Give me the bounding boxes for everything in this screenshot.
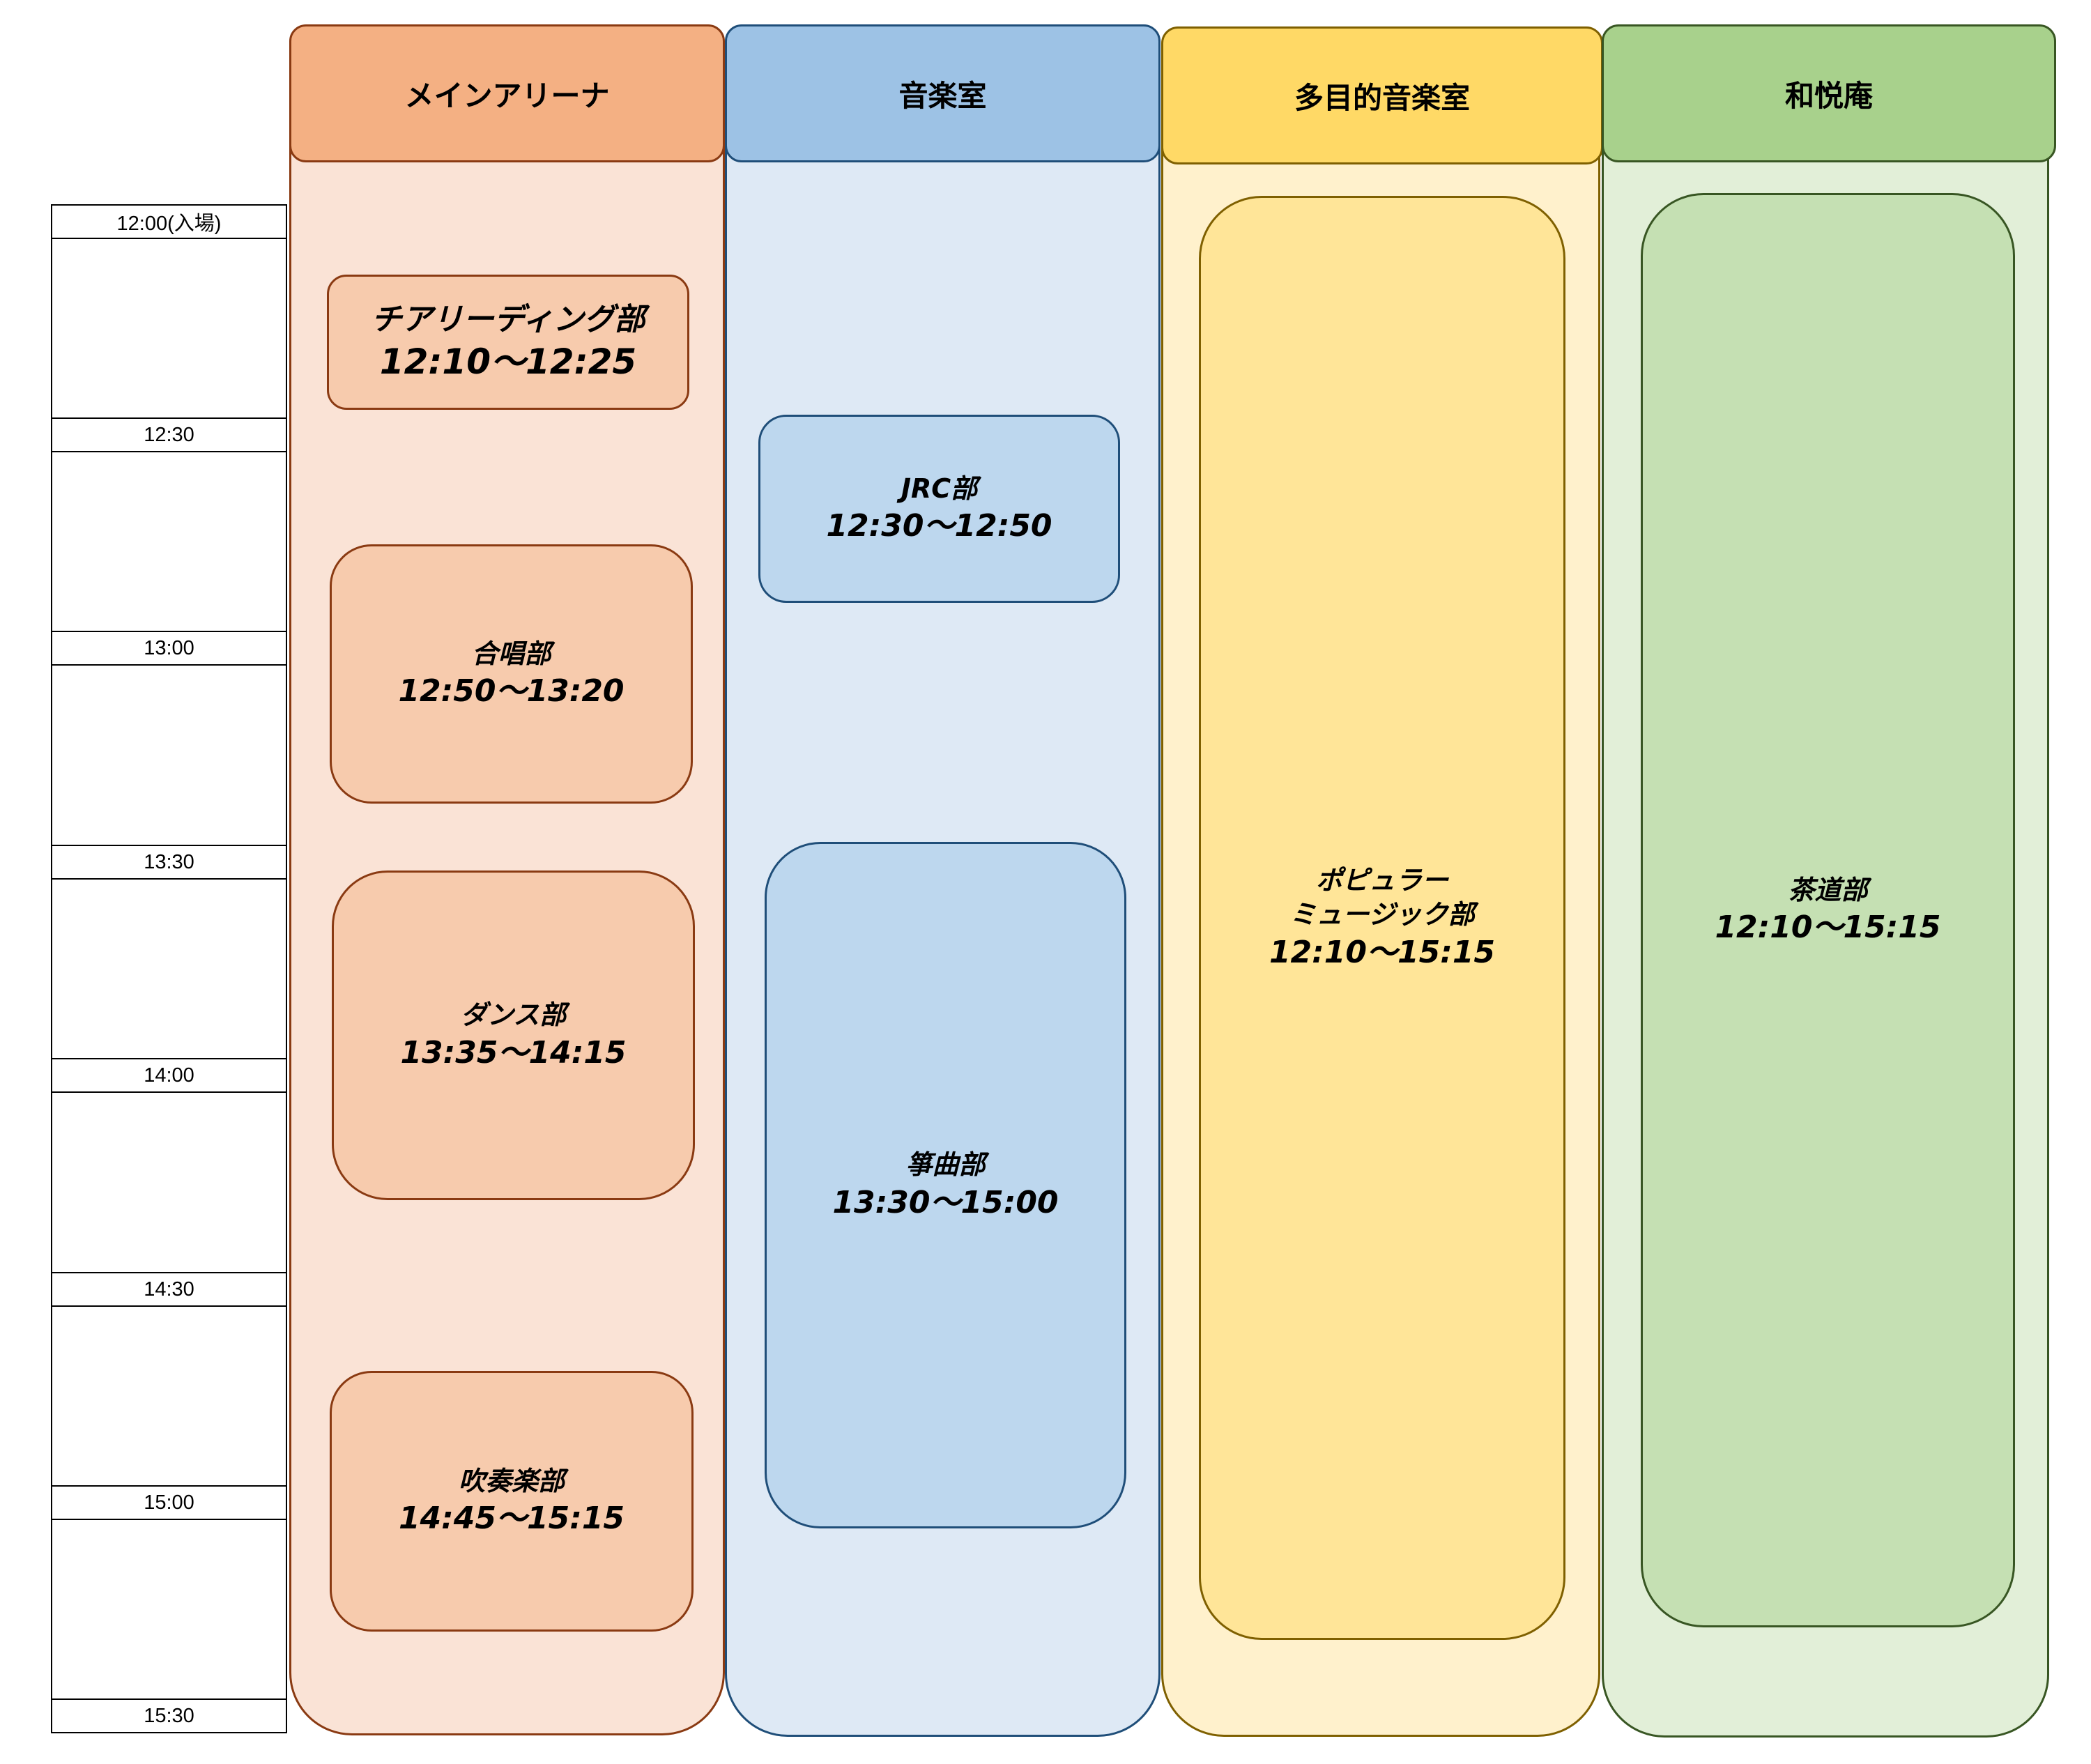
event-name: JRC部 <box>901 473 978 504</box>
time-slot <box>51 1307 287 1485</box>
time-slot <box>51 1093 287 1272</box>
column-header-music-room: 音楽室 <box>725 24 1161 162</box>
event-time: 12:10～15:15 <box>1715 910 1941 946</box>
event-koto[interactable]: 箏曲部 13:30～15:00 <box>765 842 1126 1528</box>
event-name: 箏曲部 <box>905 1149 986 1181</box>
event-tea-ceremony[interactable]: 茶道部 12:10～15:15 <box>1641 193 2015 1627</box>
time-slot <box>51 452 287 631</box>
event-cheerleading[interactable]: チアリーディング部 12:10～12:25 <box>327 275 689 410</box>
column-header-multipurpose-room: 多目的音楽室 <box>1161 26 1603 164</box>
event-jrc[interactable]: JRC部 12:30～12:50 <box>758 415 1120 603</box>
event-name: 吹奏楽部 <box>458 1465 565 1496</box>
event-brass-band[interactable]: 吹奏楽部 14:45～15:15 <box>330 1371 694 1632</box>
column-header-tea-house: 和悦庵 <box>1602 24 2056 162</box>
event-time: 12:30～12:50 <box>826 508 1052 544</box>
event-dance[interactable]: ダンス部 13:35～14:15 <box>332 871 695 1200</box>
event-popular-music[interactable]: ポピュラー ミュージック部 12:10～15:15 <box>1199 196 1565 1640</box>
event-time: 13:30～15:00 <box>832 1184 1059 1220</box>
time-slot <box>51 880 287 1058</box>
time-label-1530: 15:30 <box>51 1698 287 1733</box>
event-name: ダンス部 <box>460 999 567 1031</box>
time-label-1300: 13:00 <box>51 631 287 666</box>
event-time: 12:10～15:15 <box>1269 934 1496 970</box>
event-chorus[interactable]: 合唱部 12:50～13:20 <box>330 544 693 804</box>
event-time: 13:35～14:15 <box>400 1034 627 1071</box>
event-name-line1: ポピュラー <box>1315 865 1448 896</box>
event-time: 12:10～12:25 <box>379 342 637 383</box>
time-label-1200: 12:00(入場) <box>51 204 287 239</box>
time-label-1330: 13:30 <box>51 845 287 880</box>
time-slot <box>51 239 287 417</box>
time-label-1430: 14:30 <box>51 1272 287 1307</box>
event-name: 合唱部 <box>471 638 551 669</box>
event-time: 14:45～15:15 <box>398 1501 625 1537</box>
event-name: チアリーディング部 <box>371 301 645 337</box>
time-label-1400: 14:00 <box>51 1058 287 1093</box>
time-slot <box>51 666 287 845</box>
time-slot <box>51 1520 287 1698</box>
event-time: 12:50～13:20 <box>398 673 625 710</box>
event-name: 茶道部 <box>1788 874 1868 905</box>
time-label-1230: 12:30 <box>51 417 287 452</box>
event-name-line2: ミュージック部 <box>1289 899 1475 930</box>
column-header-main-arena: メインアリーナ <box>289 24 725 162</box>
time-label-1500: 15:00 <box>51 1485 287 1520</box>
